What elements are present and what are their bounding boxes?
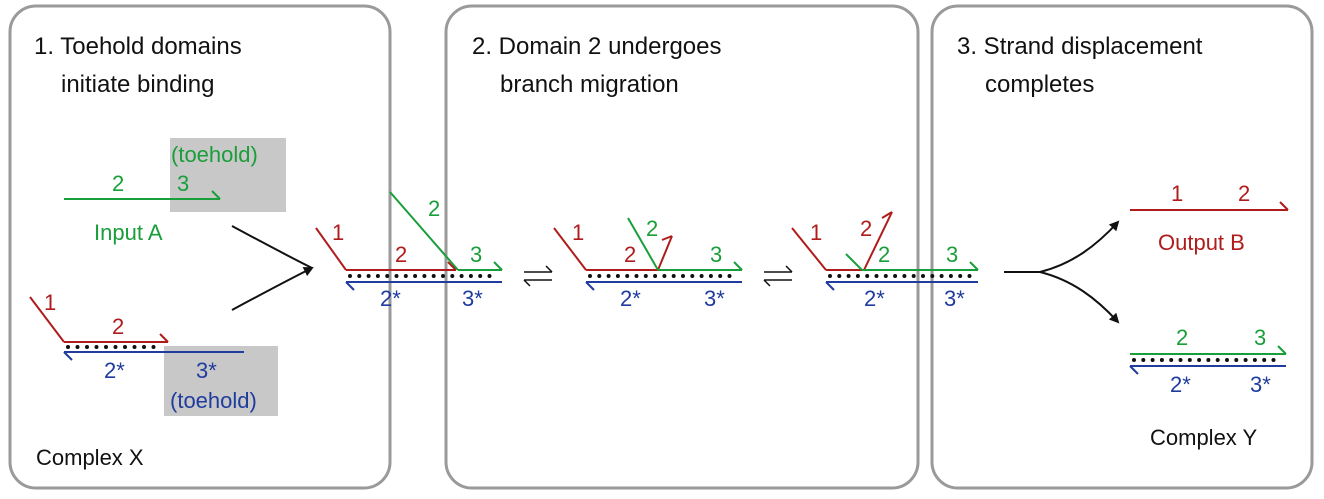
complex-x-domain-2: 2	[112, 314, 124, 339]
merge-arrow	[231, 225, 314, 311]
intermediate-2-domain-1: 1	[572, 220, 584, 245]
panel-2-title-line1: 2. Domain 2 undergoes	[472, 33, 722, 60]
intermediate-2-domain-2: 2	[624, 242, 636, 267]
panel-3-frame	[930, 4, 1314, 490]
intermediate-1-domain-2-star: 2*	[380, 286, 401, 311]
intermediate-3-complex	[791, 211, 979, 291]
input-a-domain-2: 2	[112, 171, 124, 196]
intermediate-2-input-domain-2: 2	[646, 216, 658, 241]
complex-x-name: Complex X	[36, 445, 144, 470]
complex-x-complement-strand	[63, 351, 244, 361]
complex-x-domain-3-star: 3*	[196, 358, 217, 383]
complex-y-domain-2: 2	[1176, 325, 1188, 350]
complex-x-toehold-highlight	[164, 346, 278, 416]
complex-y-domain-3: 3	[1254, 325, 1266, 350]
input-a-strand	[64, 190, 221, 200]
intermediate-3-domain-2-star: 2*	[864, 286, 885, 311]
intermediate-2-complex	[553, 217, 743, 291]
panel-1-frame	[8, 4, 392, 490]
intermediate-1-domain-1: 1	[332, 220, 344, 245]
intermediate-2-domain-3: 3	[710, 242, 722, 267]
intermediate-1-domain-2: 2	[395, 242, 407, 267]
intermediate-1-domain-3-star: 3*	[462, 286, 483, 311]
split-arrow	[1004, 220, 1120, 324]
intermediate-3-domain-2: 2	[860, 216, 872, 241]
panel-2-title-line2: branch migration	[500, 71, 679, 98]
complex-y-name: Complex Y	[1150, 425, 1258, 450]
panel-3-title-line2: completes	[985, 71, 1094, 98]
panel-1-title-line1: 1. Toehold domains	[34, 33, 242, 60]
output-b-name: Output B	[1158, 230, 1245, 255]
complex-y-domain-2-star: 2*	[1170, 372, 1191, 397]
output-b-strand	[1130, 201, 1289, 211]
panel-1-title-line2: initiate binding	[61, 71, 214, 98]
input-a-name: Input A	[94, 220, 163, 245]
intermediate-3-domain-3-star: 3*	[944, 286, 965, 311]
intermediate-2-domain-3-star: 3*	[704, 286, 725, 311]
complex-x-domain-2-star: 2*	[104, 358, 125, 383]
intermediate-2-domain-2-star: 2*	[620, 286, 641, 311]
intermediate-1-domain-3: 3	[470, 242, 482, 267]
intermediate-1-input-domain-2: 2	[428, 196, 440, 221]
intermediate-3-domain-1: 1	[810, 220, 822, 245]
panel-2-frame	[444, 4, 920, 490]
complex-y-strands	[1129, 345, 1287, 375]
output-b-domain-1: 1	[1171, 181, 1183, 206]
complex-x-domain-1: 1	[44, 290, 56, 315]
intermediate-3-input-domain-2: 2	[878, 242, 890, 267]
panel-3-title-line1: 3. Strand displacement	[957, 33, 1203, 60]
complex-y-domain-3-star: 3*	[1250, 372, 1271, 397]
equilibrium-arrows-2	[763, 265, 793, 287]
complex-x-toehold-label: (toehold)	[170, 388, 257, 413]
input-a-toehold-label: (toehold)	[171, 142, 258, 167]
input-a-domain-3: 3	[177, 171, 189, 196]
equilibrium-arrows-1	[523, 265, 553, 287]
complex-x-output-strand	[29, 296, 169, 343]
output-b-domain-2: 2	[1238, 181, 1250, 206]
intermediate-3-domain-3: 3	[946, 242, 958, 267]
intermediate-1-complex	[315, 191, 503, 291]
